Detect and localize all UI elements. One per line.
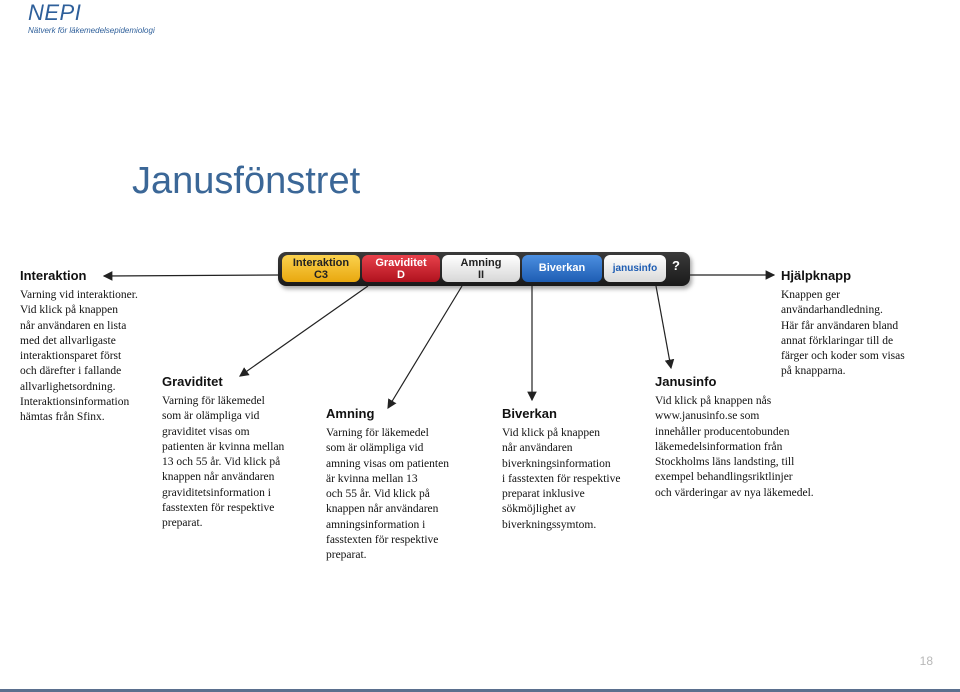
biverkan-button[interactable]: Biverkan: [522, 255, 602, 282]
amning-button[interactable]: Amning II: [442, 255, 520, 282]
graviditet-button[interactable]: Graviditet D: [362, 255, 440, 282]
section-hjalpknapp: Hjälpknapp Knappen ger användarhandledni…: [781, 268, 931, 380]
interaktion-button[interactable]: Interaktion C3: [282, 255, 360, 282]
help-button[interactable]: ?: [666, 255, 686, 282]
interaktion-button-label: Interaktion C3: [292, 257, 350, 281]
graviditet-button-label: Graviditet D: [375, 257, 427, 281]
arrow-graviditet: [239, 285, 369, 377]
section-text: Vid klick på knappen når användaren bive…: [502, 427, 621, 531]
section-graviditet: Graviditet Varning för läkemedel som är …: [162, 374, 312, 532]
slide-title: Janusfönstret: [132, 160, 361, 202]
amning-button-label: Amning II: [460, 257, 502, 281]
arrow-amning: [387, 285, 463, 410]
section-heading: Janusinfo: [655, 374, 717, 389]
section-heading: Hjälpknapp: [781, 268, 852, 283]
section-text: Knappen ger användarhandledning. Här får…: [781, 289, 905, 378]
page-number: 18: [919, 654, 933, 668]
janus-toolbar: Interaktion C3 Graviditet D Amning II Bi…: [278, 252, 690, 286]
janusinfo-button-label: janusinfo: [612, 263, 658, 274]
section-interaktion: Interaktion Varning vid interaktioner. V…: [20, 268, 170, 426]
section-heading: Interaktion: [20, 268, 87, 283]
section-text: Varning för läkemedel som är olämpliga v…: [326, 427, 449, 562]
section-janusinfo: Janusinfo Vid klick på knappen nås www.j…: [655, 374, 845, 501]
section-text: Varning vid interaktioner. Vid klick på …: [20, 289, 138, 424]
section-heading: Biverkan: [502, 406, 557, 421]
section-text: Vid klick på knappen nås www.janusinfo.s…: [655, 395, 814, 499]
arrow-interaktion: [102, 271, 281, 281]
section-heading: Graviditet: [162, 374, 223, 389]
logo-title: NEPI: [28, 0, 82, 25]
janusinfo-button[interactable]: janusinfo: [604, 255, 666, 282]
help-icon: ?: [672, 258, 680, 273]
section-amning: Amning Varning för läkemedel som är oläm…: [326, 406, 476, 564]
logo-subtitle: Nätverk för läkemedelsepidemiologi: [28, 26, 155, 35]
biverkan-button-label: Biverkan: [538, 262, 586, 274]
bottom-divider: [0, 689, 960, 692]
section-biverkan: Biverkan Vid klick på knappen når använd…: [502, 406, 652, 533]
arrow-janusinfo: [655, 285, 675, 370]
nepi-logo: NEPI Nätverk för läkemedelsepidemiologi: [28, 0, 155, 36]
section-text: Varning för läkemedel som är olämpliga v…: [162, 395, 285, 530]
section-heading: Amning: [326, 406, 375, 421]
